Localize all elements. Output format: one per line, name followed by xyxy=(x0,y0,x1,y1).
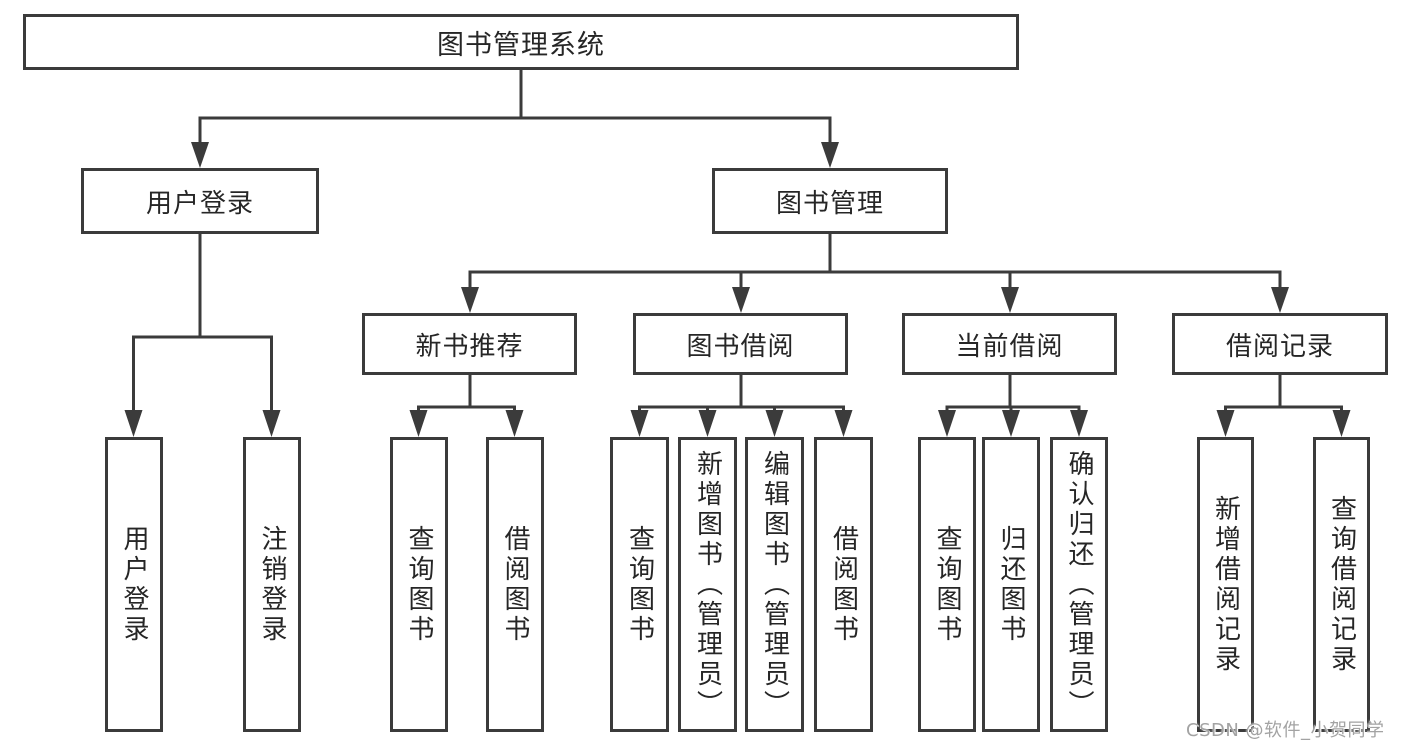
leaf-edit-books-admin: 编辑图书（管理员） xyxy=(745,437,804,732)
node-label: 借阅记录 xyxy=(1225,331,1334,362)
leaf-query-books-borrow: 查询图书 xyxy=(610,437,669,732)
node-label: 用户登录 xyxy=(119,524,149,645)
node-book-management: 图书管理 xyxy=(712,168,948,234)
arrowheads xyxy=(124,142,1351,437)
node-label: 借阅图书 xyxy=(500,524,530,645)
node-label: 图书管理系统 xyxy=(437,29,605,61)
leaf-add-borrow-record: 新增借阅记录 xyxy=(1197,437,1254,732)
node-label: 图书借阅 xyxy=(686,331,795,362)
node-label: 确认归还（管理员） xyxy=(1064,449,1094,720)
leaf-add-books-admin: 新增图书（管理员） xyxy=(678,437,737,732)
node-label: 查询图书 xyxy=(404,524,434,645)
leaf-query-books-recommend: 查询图书 xyxy=(390,437,448,732)
leaf-logout: 注销登录 xyxy=(243,437,301,732)
leaf-return-books: 归还图书 xyxy=(982,437,1040,732)
leaf-query-books-current: 查询图书 xyxy=(918,437,976,732)
node-label: 编辑图书（管理员） xyxy=(759,449,790,720)
node-new-book-recommendation: 新书推荐 xyxy=(362,313,577,375)
node-label: 归还图书 xyxy=(996,524,1026,645)
node-library-management-system: 图书管理系统 xyxy=(23,14,1019,70)
node-label: 图书管理 xyxy=(775,188,884,219)
node-label: 查询借阅记录 xyxy=(1326,494,1357,675)
node-current-borrowing: 当前借阅 xyxy=(902,313,1117,375)
node-label: 借阅图书 xyxy=(828,524,859,645)
node-label: 注销登录 xyxy=(257,524,287,645)
node-label: 查询图书 xyxy=(624,524,655,645)
csdn-watermark: CSDN @软件_小贺同学 xyxy=(1186,720,1385,741)
leaf-borrow-books: 借阅图书 xyxy=(814,437,873,732)
node-label: 当前借阅 xyxy=(955,331,1064,362)
node-label: 新书推荐 xyxy=(415,331,524,362)
leaf-borrow-books-recommend: 借阅图书 xyxy=(486,437,544,732)
leaf-confirm-return-admin: 确认归还（管理员） xyxy=(1050,437,1108,732)
node-label: 查询图书 xyxy=(932,524,962,645)
node-borrowing-records: 借阅记录 xyxy=(1172,313,1388,375)
node-user-login: 用户登录 xyxy=(81,168,319,234)
node-label: 新增借阅记录 xyxy=(1210,494,1241,675)
node-label: 用户登录 xyxy=(145,188,254,219)
node-book-borrowing: 图书借阅 xyxy=(633,313,848,375)
leaf-user-login: 用户登录 xyxy=(105,437,163,732)
leaf-query-borrow-record: 查询借阅记录 xyxy=(1313,437,1370,732)
node-label: 新增图书（管理员） xyxy=(692,449,723,720)
